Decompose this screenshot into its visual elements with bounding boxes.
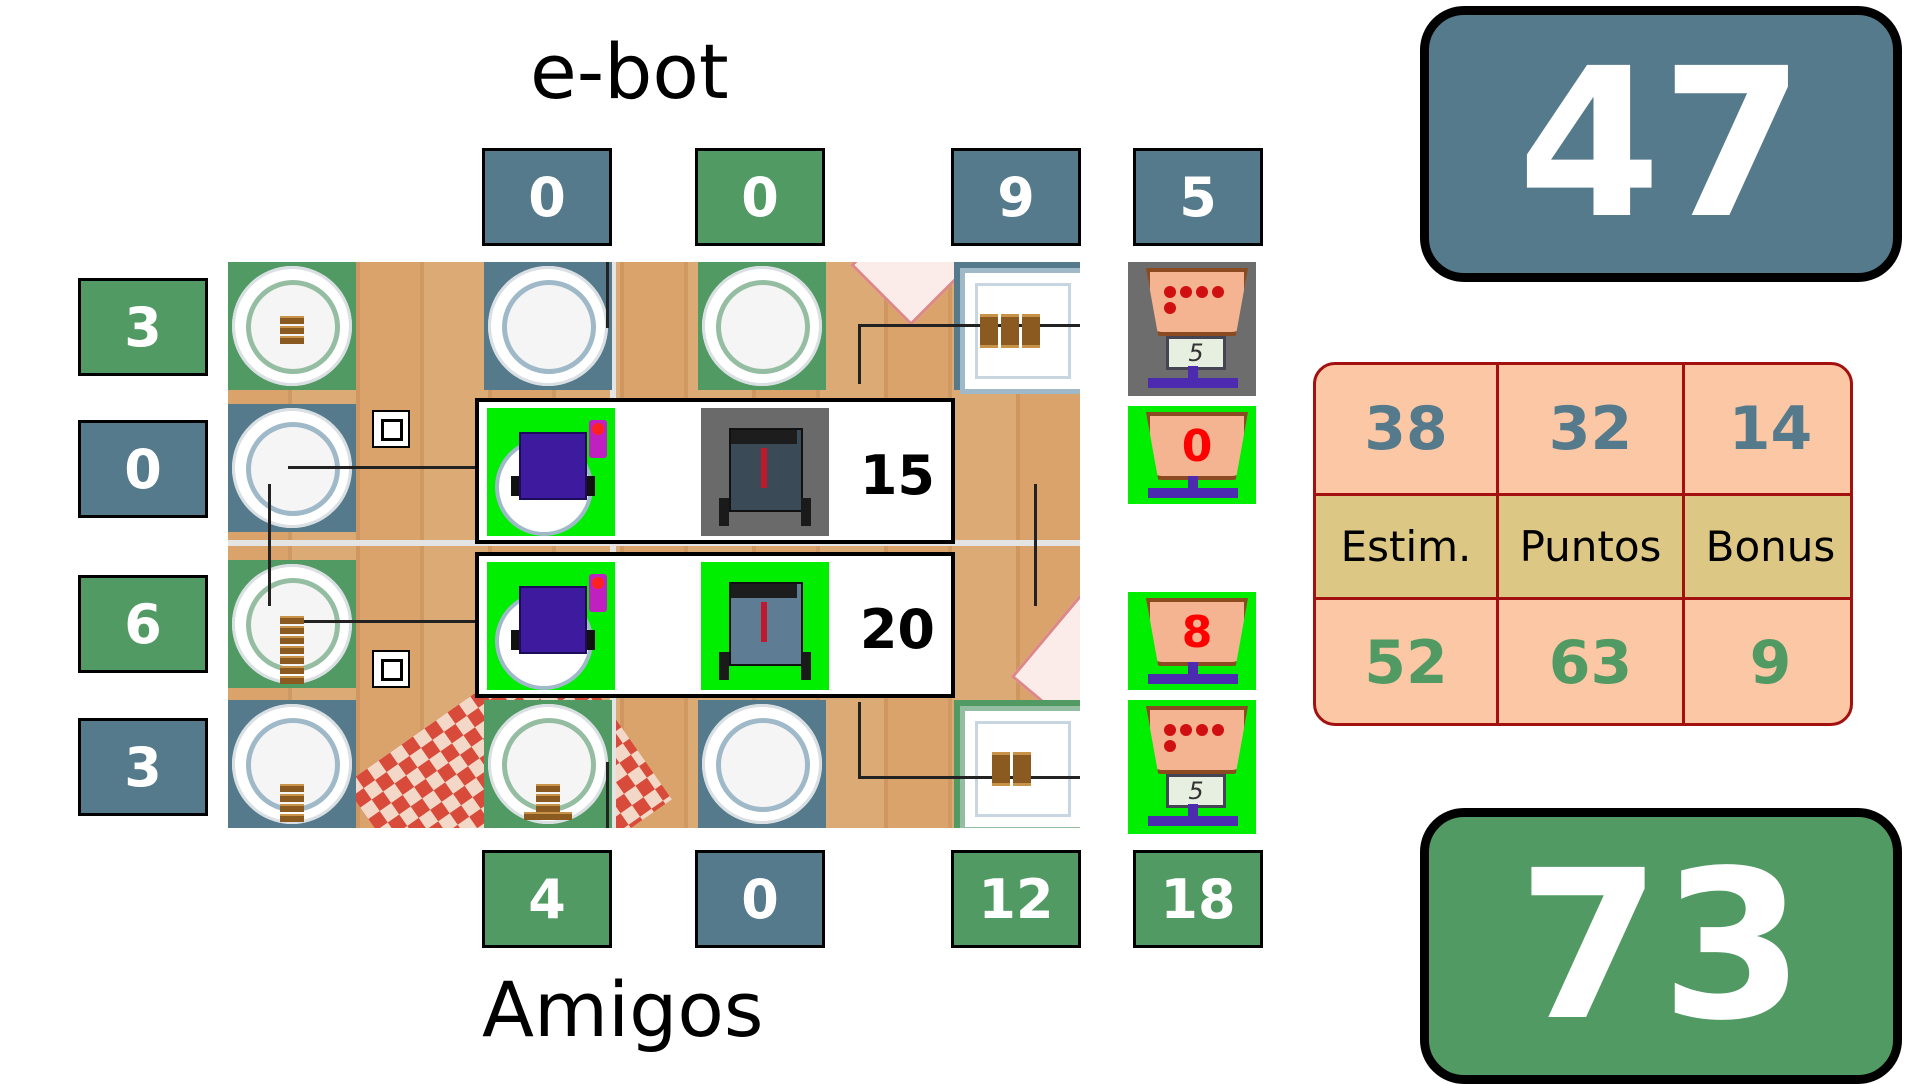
board-tile	[698, 262, 826, 390]
game-board	[228, 262, 1080, 828]
robot-icon	[701, 562, 829, 690]
bottom-team-name: Amigos	[482, 965, 764, 1054]
board-tile	[954, 262, 1080, 394]
top-team-total: 47	[1420, 6, 1902, 282]
board-tile	[228, 404, 356, 532]
bottom-score-box: 0	[695, 850, 825, 948]
bottom-score-box: 4	[482, 850, 612, 948]
robot-card: 15	[475, 398, 955, 544]
basket-tile: 5	[1128, 700, 1256, 834]
qr-marker	[372, 410, 410, 448]
top-points-value: 32	[1548, 394, 1633, 464]
left-score-box: 3	[78, 278, 208, 376]
robot-card: 20	[475, 552, 955, 698]
board-tile	[228, 560, 356, 688]
scale-display: 5	[1166, 336, 1226, 370]
left-score-box: 6	[78, 575, 208, 673]
robot-icon	[701, 408, 829, 536]
left-score-box: 3	[78, 718, 208, 816]
basket-tile: 8	[1128, 592, 1256, 690]
board-tile	[954, 700, 1080, 828]
board-tile	[484, 262, 612, 390]
header-bonus: Bonus	[1685, 496, 1850, 597]
robot-score: 15	[859, 444, 935, 507]
top-estim-value: 38	[1364, 394, 1448, 464]
robot-score: 20	[859, 598, 935, 661]
board-tile	[698, 700, 826, 828]
bottom-estim-value: 52	[1364, 628, 1448, 698]
top-score-box: 0	[482, 148, 612, 246]
scale-display: 5	[1166, 774, 1226, 808]
board-tile	[228, 262, 356, 390]
stats-table: 38 32 14 Estim. Puntos Bonus 52 63 9	[1313, 362, 1853, 726]
top-team-name: e-bot	[530, 27, 729, 116]
robot-base-icon	[487, 408, 615, 536]
qr-marker	[372, 650, 410, 688]
basket-tile: 0	[1128, 406, 1256, 504]
bottom-bonus-value: 9	[1749, 628, 1792, 698]
top-bonus-value: 14	[1728, 394, 1813, 464]
top-score-box: 5	[1133, 148, 1263, 246]
robot-base-icon	[487, 562, 615, 690]
board-tile	[228, 700, 356, 828]
header-puntos: Puntos	[1499, 496, 1682, 597]
basket-tile: 5	[1128, 262, 1256, 396]
header-estim: Estim.	[1316, 496, 1496, 597]
bottom-points-value: 63	[1548, 628, 1633, 698]
bottom-team-total: 73	[1420, 808, 1902, 1084]
board-tile	[484, 700, 612, 828]
top-score-box: 0	[695, 148, 825, 246]
basket-count: 8	[1146, 598, 1248, 666]
bottom-score-box: 18	[1133, 850, 1263, 948]
basket-count: 0	[1146, 412, 1248, 480]
left-score-box: 0	[78, 420, 208, 518]
bottom-score-box: 12	[951, 850, 1081, 948]
top-score-box: 9	[951, 148, 1081, 246]
